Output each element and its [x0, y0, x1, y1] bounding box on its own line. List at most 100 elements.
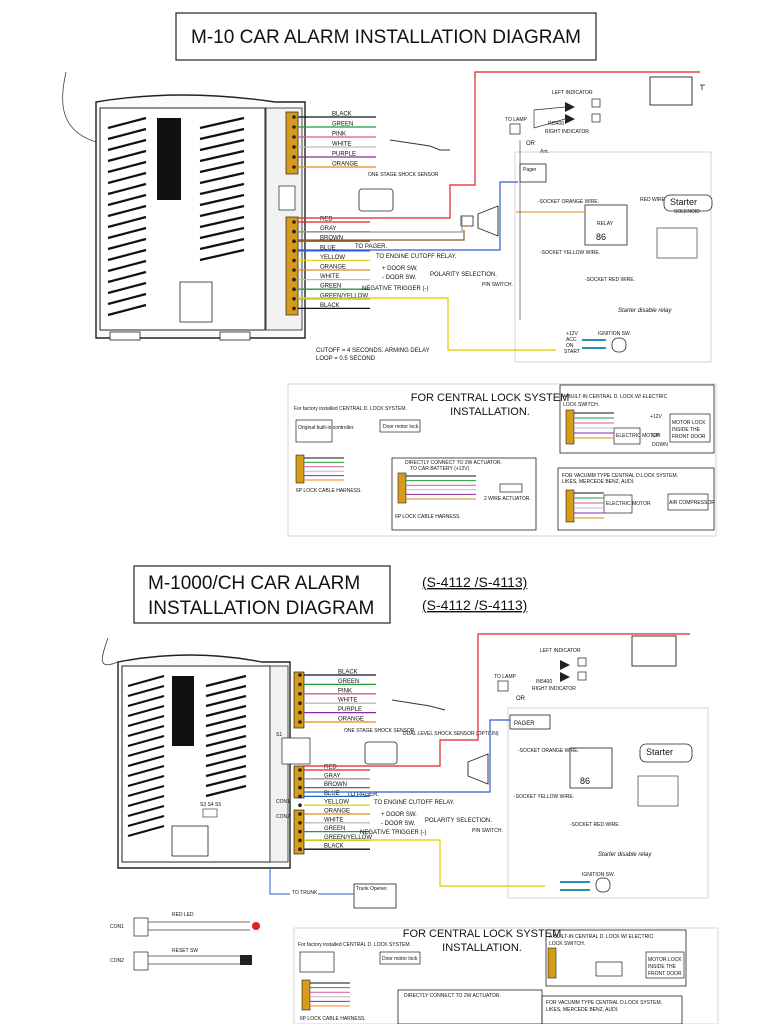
direct-label-1a: DIRECTLY CONNECT TO 2W ACTUATOR.: [405, 460, 502, 466]
vent-slot: [127, 794, 165, 808]
socket-red-2: -SOCKET RED WIRE.: [570, 822, 620, 828]
reset-sw-label: RESET SW: [172, 948, 198, 954]
air-compressor-1: AIR COMPRESSOR: [669, 500, 715, 506]
vent-slot: [107, 259, 147, 273]
main-wire-1-label: GREEN: [320, 284, 341, 290]
vent-slot: [107, 116, 147, 130]
main-wire-2-pin: [298, 829, 302, 834]
shock-connector-2: [281, 737, 311, 765]
vent-slot: [205, 704, 247, 718]
vent-slot: [107, 292, 147, 306]
vent-slot: [199, 204, 245, 218]
top-wire-2-pin: [298, 682, 302, 687]
central-lock-title-1b: INSTALLATION.: [450, 406, 530, 418]
vent-slot: [107, 215, 147, 229]
vent-slot: [107, 193, 147, 207]
top-wire-2-label: ORANGE: [338, 717, 364, 723]
or-2: OR: [516, 696, 526, 702]
top-wire-2-pin: [298, 720, 302, 724]
diagram-2-title-b: INSTALLATION DIAGRAM: [148, 598, 374, 619]
door-motor-2: Door motor lock: [382, 956, 418, 962]
top-wire-2-label: PURPLE: [338, 707, 362, 713]
up-1: UP: [652, 433, 660, 439]
note-to-pager-2: TO PAGER.: [347, 792, 379, 798]
ign-on-1: ON: [566, 343, 574, 349]
top-connector-2: [293, 671, 305, 729]
title-box-2: [133, 565, 391, 624]
trunk-opener-box: [353, 883, 397, 909]
pager-label-1: Pager: [523, 167, 537, 173]
ignition-2: IGNITION SW.: [582, 872, 615, 878]
note-door-sw-minus-2: - DOOR SW.: [381, 821, 416, 827]
con2-label: CON2: [276, 814, 290, 820]
red-wire-1: RED WIRE: [640, 197, 666, 203]
motor-lock-1a: MOTOR LOCK: [672, 420, 706, 426]
vent-slot: [107, 248, 147, 262]
vent-slot: [127, 674, 165, 688]
vent-slot: [199, 237, 245, 251]
starter-label-2: Starter: [646, 747, 673, 757]
vac-label-2b: LIKES, MERCEDE BENZ, AUDI.: [546, 1007, 619, 1013]
siren-1: [477, 205, 499, 237]
central-lock-panel-2: [293, 927, 719, 1024]
relay-1: [584, 204, 628, 246]
vent-slot: [199, 160, 245, 174]
main-wire-1-pin: [292, 297, 296, 301]
top-wire-2-pin: [298, 710, 302, 715]
main-wire-2-pin: [298, 821, 302, 825]
top-wire-1-label: GREEN: [332, 122, 353, 128]
shock-sensor-1: [358, 188, 394, 212]
solenoid-label-1: SOLENOID: [674, 209, 700, 215]
top-wire-1-pin: [292, 155, 296, 159]
main-wire-2-pin: [298, 838, 302, 843]
top-wire-2-pin: [298, 673, 302, 677]
model-label-a: (S-4112 /S-4113): [422, 574, 527, 590]
vent-slot: [205, 724, 247, 738]
vent-slot: [127, 694, 165, 708]
vent-slot: [199, 138, 245, 152]
factory-label-2: For factory installed CENTRAL D. LOCK SY…: [298, 942, 411, 948]
main-wire-1-label: BROWN: [320, 236, 343, 242]
control-unit-1: SUN-I: [95, 94, 306, 341]
door-motor-1: Door motor lock: [383, 424, 419, 430]
vent-slot: [205, 744, 247, 758]
relay-86-1: 86: [596, 232, 606, 242]
main-wire-1-pin: [292, 277, 296, 282]
note-door-sw-plus-2: + DOOR SW.: [381, 812, 417, 818]
main-wire-2-label: GREEN/YELLOW: [324, 835, 372, 841]
vent-slot: [127, 814, 165, 828]
in5400-1: IN5400: [548, 121, 564, 127]
dual-shock-label: DUAL LEVEL SHOCK SENSOR (OPTION): [403, 731, 499, 737]
builtin-label-1b: LOCK SWITCH.: [563, 402, 599, 408]
main-wire-1-pin: [292, 239, 296, 243]
motor-lock-2a: MOTOR LOCK: [648, 957, 682, 963]
main-wire-2-pin: [298, 777, 302, 781]
reset-switch-icon: [240, 955, 252, 965]
main-wire-2-pin: [298, 812, 302, 816]
con1-label: CON1: [276, 799, 290, 805]
electric-motor-1: ELECTRIC MOTOR: [616, 433, 661, 439]
central-lock-title-2a: FOR CENTRAL LOCK SYSTEM: [403, 928, 562, 940]
top-wire-1-pin: [292, 125, 296, 129]
model-label-b: (S-4112 /S-4113): [422, 597, 527, 613]
shock-connector-1: [278, 185, 296, 211]
harness2-label-1: 6P LOCK CABLE HARNESS.: [395, 514, 461, 520]
down-1: DOWN: [652, 442, 668, 448]
top-wire-2-label: PINK: [338, 688, 352, 694]
battery-2: [631, 635, 677, 667]
main-wire-2-pin: [298, 847, 302, 851]
socket-orange-2: -SOCKET ORANGE WIRE.: [518, 748, 579, 754]
note-negative-trigger: NEGATIVE TRIGGER (-): [362, 286, 428, 292]
vent-slot: [127, 684, 165, 698]
antenna-lead-2: [101, 637, 119, 666]
main-wire-2-label: YELLOW: [324, 800, 349, 806]
shock-label-1: ONE STAGE SHOCK SENSOR: [368, 172, 439, 178]
plug-1: [389, 139, 450, 151]
left-indicator-1: LEFT INDICATOR: [552, 90, 593, 96]
vent-slot: [205, 754, 247, 768]
main-wire-2-label: WHITE: [324, 817, 343, 823]
note-door-sw-minus: - DOOR SW.: [382, 275, 417, 281]
vac-label-2a: FOR VACUMM TYPE CENTRAL D.LOCK SYSTEM.: [546, 1000, 662, 1006]
main-wire-1-label: RED: [320, 217, 333, 223]
relay-2: [569, 747, 613, 789]
